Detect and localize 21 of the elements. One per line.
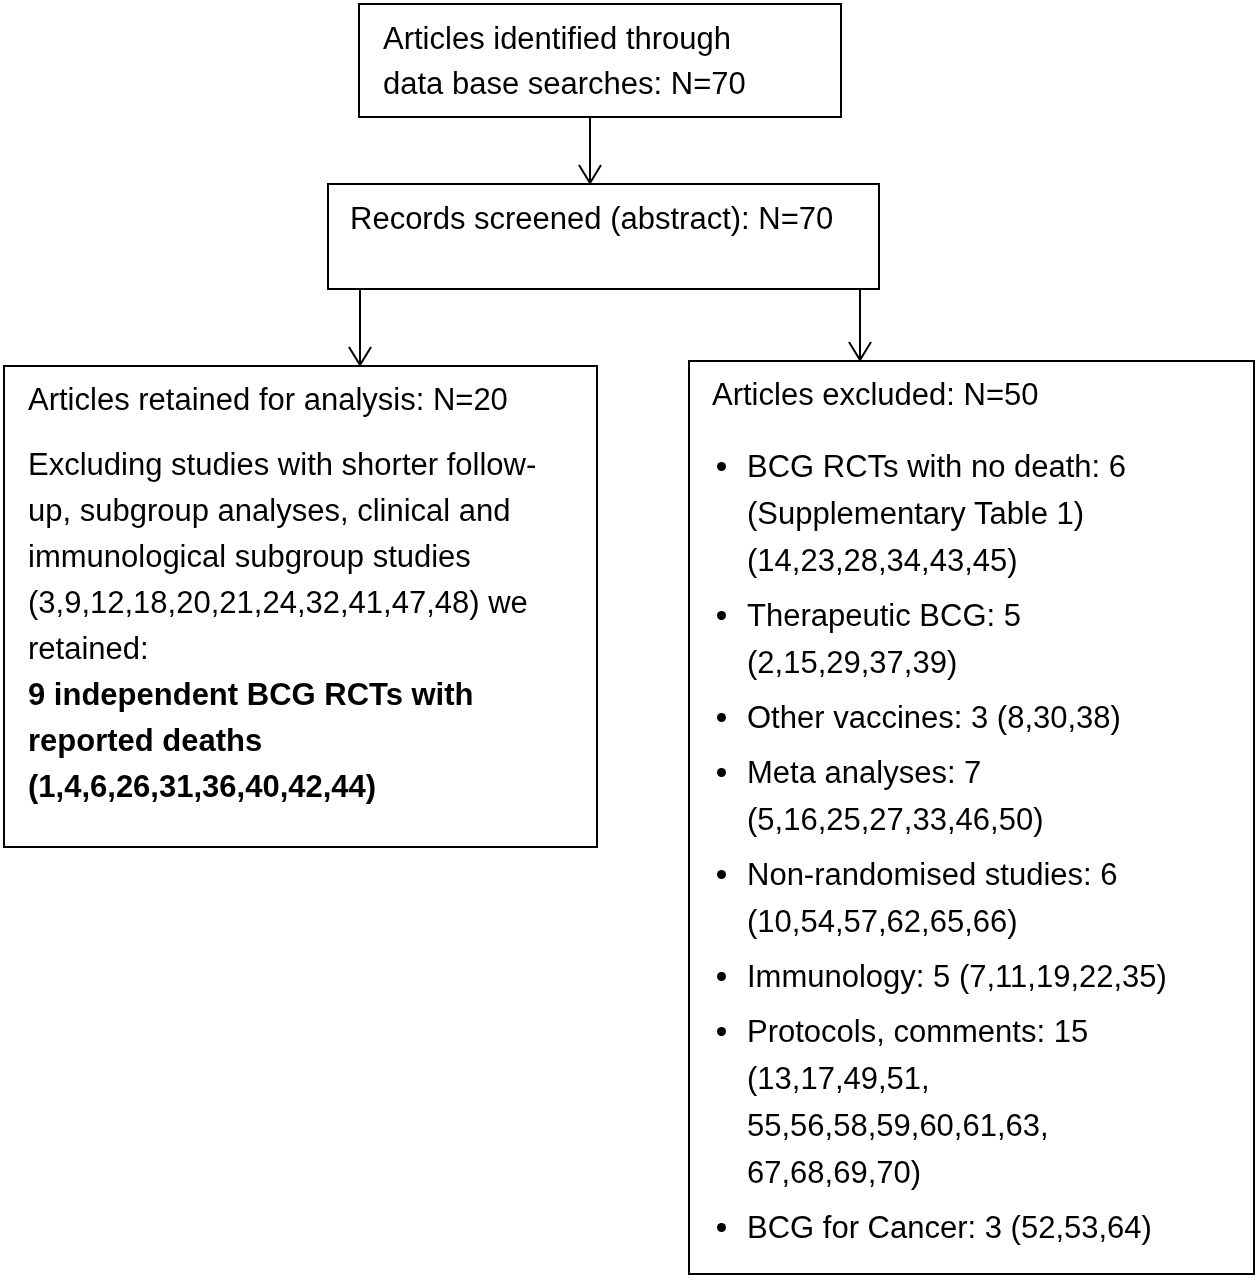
arrow	[578, 117, 602, 184]
bullet-text: BCG RCTs with no death: 6 (Supplementary Table 1) (14,23,28,34,43,45)	[747, 448, 1128, 580]
bullet-text: Non-randomised studies: 6 (10,54,57,62,65,66)	[747, 856, 1119, 941]
box-heading: Articles excluded: N=50	[712, 376, 1040, 414]
arrow	[348, 289, 372, 366]
bullet-text: Immunology: 5 (7,11,19,22,35)	[747, 958, 1167, 996]
bullet-text: Therapeutic BCG: 5 (2,15,29,37,39)	[747, 597, 1022, 682]
bullet-text: Meta analyses: 7 (5,16,25,27,33,46,50)	[747, 754, 1045, 839]
process-box	[358, 3, 842, 118]
process-box	[3, 365, 598, 848]
box-heading: Articles retained for analysis: N=20	[28, 381, 509, 419]
box-text: Articles identified through data base searches: N=70	[383, 20, 747, 103]
bullet-text: Other vaccines: 3 (8,30,38)	[747, 699, 1121, 737]
process-box	[688, 360, 1255, 1275]
arrow	[848, 289, 872, 361]
box-text: Records screened (abstract): N=70	[350, 200, 835, 238]
box-text: 9 independent BCG RCTs with reported deaths (1,4,6,26,31,36,40,42,44)	[28, 676, 475, 806]
bullet-text: BCG for Cancer: 3 (52,53,64)	[747, 1209, 1152, 1247]
box-text: Excluding studies with shorter follow-up, subgroup analyses, clinical and immunological subgroup studies (3,9,12,18,20,21,24,32,41,47,48) we retained:	[28, 446, 538, 668]
bullet-text: Protocols, comments: 15 (13,17,49,51, 55,56,58,59,60,61,63, 67,68,69,70)	[747, 1013, 1090, 1192]
process-box	[327, 183, 880, 290]
